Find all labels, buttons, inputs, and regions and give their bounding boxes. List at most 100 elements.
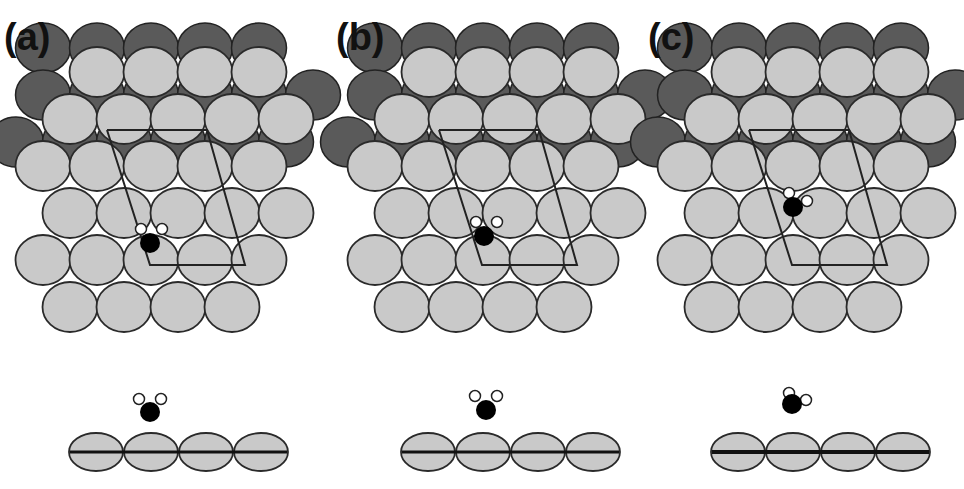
surface-atom [43,188,98,238]
surface-atom [564,47,619,97]
hydrogen-atom [802,196,813,207]
surface-atom [124,47,179,97]
surface-atom [259,94,314,144]
surface-atom [537,188,592,238]
surface-atom [685,188,740,238]
surface-atom [820,141,875,191]
side-view [401,391,620,472]
hydrogen-atom [471,217,482,228]
surface-atom [739,94,794,144]
oxygen-atom [140,233,160,253]
surface-atom [97,282,152,332]
surface-atom [70,235,125,285]
oxygen-atom [140,402,160,422]
surface-atom [793,94,848,144]
surface-atom [429,94,484,144]
surface-atom [70,47,125,97]
surface-atom [205,94,260,144]
hydrogen-atom [136,224,147,235]
surface-atom [205,282,260,332]
panel-label: (a) [4,18,50,56]
surface-atom [847,94,902,144]
surface-atom [124,141,179,191]
surface-line [402,451,619,454]
surface-atom [151,188,206,238]
surface-atom [232,235,287,285]
surface-atom [793,282,848,332]
surface-atom [402,141,457,191]
surface-atom [901,188,956,238]
surface-atom [591,188,646,238]
surface-atom [564,235,619,285]
surface-atom [874,141,929,191]
surface-atom [97,188,152,238]
surface-atom [874,47,929,97]
hydrogen-atom [784,188,795,199]
surface-atom [402,47,457,97]
hydrogen-atom [492,217,503,228]
surface-atom [70,141,125,191]
surface-atom [537,282,592,332]
hydrogen-atom [470,391,481,402]
surface-atom [43,282,98,332]
surface-atom [874,235,929,285]
surface-atom [739,282,794,332]
surface-line [70,451,287,454]
panel-illustration [0,23,341,332]
panel-label: (b) [336,18,385,56]
surface-atom [712,47,767,97]
surface-atom [429,188,484,238]
surface-atom [510,235,565,285]
surface-atom [348,141,403,191]
oxygen-atom [782,394,802,414]
surface-atom [456,47,511,97]
surface-atom [97,94,152,144]
surface-atom [685,282,740,332]
surface-atom [483,94,538,144]
surface-atom [259,188,314,238]
panel-illustration [321,23,673,332]
surface-atom [178,141,233,191]
unit-cell [439,130,577,265]
surface-atom [16,141,71,191]
oxygen-atom [476,400,496,420]
surface-atom [43,94,98,144]
oxygen-atom [474,226,494,246]
surface-atom [712,141,767,191]
side-view [711,388,930,472]
surface-atom [232,47,287,97]
surface-atom [205,188,260,238]
surface-line [712,450,929,454]
surface-atom [483,282,538,332]
surface-atom [375,94,430,144]
surface-atom [712,235,767,285]
hydrogen-atom [134,394,145,405]
surface-atom [429,282,484,332]
surface-atom [766,141,821,191]
surface-atom [510,47,565,97]
surface-atom [901,94,956,144]
surface-atom [820,235,875,285]
surface-atom [847,188,902,238]
surface-atom [820,47,875,97]
panel-label: (c) [648,18,694,56]
surface-atom [456,141,511,191]
surface-atom [564,141,619,191]
surface-atom [232,141,287,191]
surface-atom [348,235,403,285]
hydrogen-atom [157,224,168,235]
surface-atom [375,188,430,238]
side-view [69,394,288,472]
surface-atom [658,141,713,191]
surface-atom [402,235,457,285]
surface-atom [685,94,740,144]
oxygen-atom [783,197,803,217]
unit-cell [107,130,245,265]
hydrogen-atom [492,391,503,402]
surface-atom [151,282,206,332]
surface-atom [178,47,233,97]
unit-cell [749,130,887,265]
surface-atom [537,94,592,144]
